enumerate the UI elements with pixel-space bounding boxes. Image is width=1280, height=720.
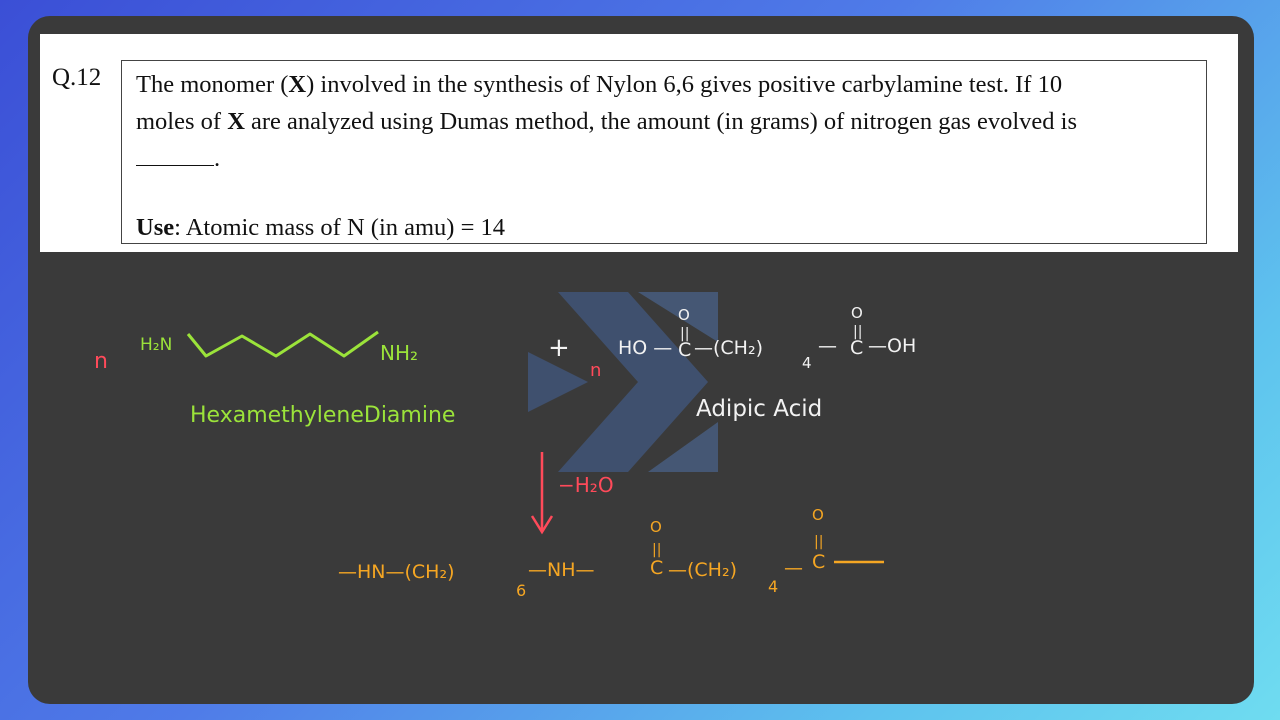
nh2-group: NH₂	[380, 341, 418, 365]
adipic-dbl-2: ||	[853, 324, 862, 340]
use-line: Use: Atomic mass of N (in amu) = 14	[136, 214, 506, 241]
answer-blank: .	[136, 140, 1192, 177]
adipic-o-1: O	[678, 306, 690, 324]
polymer-dbl-2: ||	[814, 534, 823, 550]
polymer-o-1: O	[650, 518, 662, 536]
adipic-ho: HO —	[618, 337, 672, 359]
polymer-hn: —HN—(CH₂)	[338, 561, 455, 583]
h2n-group: H₂N	[140, 335, 172, 355]
adipic-dash: —	[818, 335, 837, 357]
adipic-dbl-1: ||	[680, 326, 689, 342]
slide-frame: Q.12 The monomer (X) involved in the syn…	[28, 16, 1254, 704]
mole-n-1: n	[94, 349, 108, 374]
question-number: Q.12	[52, 64, 102, 91]
adipic-ch2: —(CH₂)	[694, 337, 763, 359]
hexa-name-label: HexamethyleneDiamine	[190, 403, 455, 428]
adipic-o-2: O	[851, 304, 863, 322]
polymer-ch2-4: —(CH₂)	[668, 559, 737, 581]
zigzag-chain	[186, 330, 379, 358]
polymer-dbl-1: ||	[652, 542, 661, 558]
polymer-sub-4: 4	[768, 577, 778, 596]
adipic-oh: —OH	[868, 335, 916, 357]
question-line-2: moles of X are analyzed using Dumas meth…	[136, 108, 1077, 135]
adipic-c-1: C	[678, 339, 691, 361]
polymer-o-2: O	[812, 506, 824, 524]
minus-h2o-label: −H₂O	[558, 473, 614, 497]
plus-sign: +	[548, 333, 570, 363]
polymer-c-2: C	[812, 551, 825, 573]
adipic-c-2: C	[850, 337, 863, 359]
adipic-sub-4: 4	[802, 354, 812, 372]
arrow-head	[530, 515, 554, 535]
handwriting-board: n H₂N NH₂ + n HO — O || C —(CH₂) 4 — O |…	[28, 252, 1254, 704]
mole-n-2: n	[590, 360, 601, 381]
polymer-c-1: C	[650, 557, 663, 579]
adipic-name-label: Adipic Acid	[696, 396, 822, 422]
question-line-1: The monomer (X) involved in the synthesi…	[136, 71, 1063, 98]
question-box: The monomer (X) involved in the synthesi…	[121, 60, 1207, 244]
polymer-sub-6: 6	[516, 581, 526, 600]
watermark-logo	[528, 292, 718, 472]
polymer-dash-1: —	[784, 557, 803, 579]
question-panel: Q.12 The monomer (X) involved in the syn…	[40, 34, 1238, 252]
polymer-nh: —NH—	[528, 559, 595, 581]
